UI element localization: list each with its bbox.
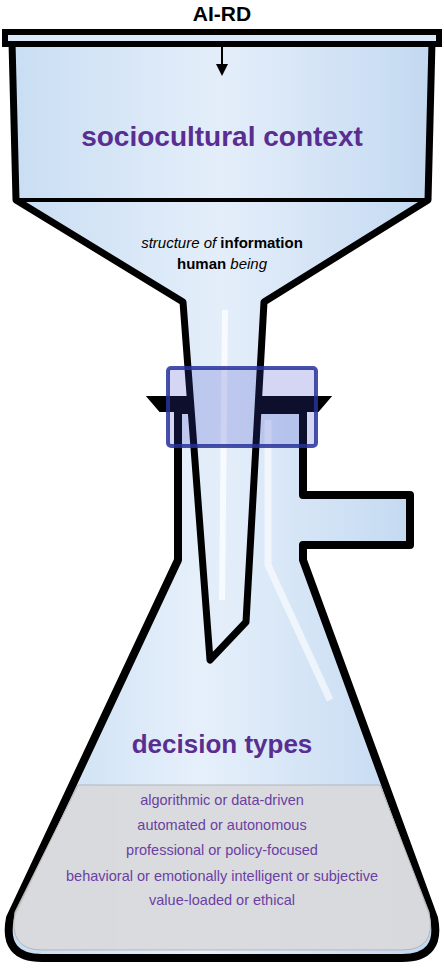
flask-highlight (268, 420, 330, 700)
input-arrow (221, 46, 223, 66)
flask-heading: decision types (0, 727, 444, 761)
input-arrowhead (216, 64, 228, 76)
decision-type: algorithmic or data-driven (0, 790, 444, 810)
stopper (168, 368, 316, 446)
decision-type: value-loaded or ethical (0, 890, 444, 910)
liquid (14, 785, 431, 950)
decision-type: behavioral or emotionally intelligent or… (0, 866, 444, 886)
decision-type: professional or policy-focused (0, 840, 444, 860)
funnel-heading: sociocultural context (0, 120, 444, 154)
stem-highlight (222, 310, 225, 600)
funnel: sociocultural context structure of inform… (0, 28, 444, 668)
funnel-rim-line (16, 198, 428, 202)
flask-collar (148, 397, 330, 411)
funnel-body: structure of information human being (0, 232, 444, 274)
liquid: algorithmic or data-driven automated or a… (0, 780, 444, 955)
decision-type: automated or autonomous (0, 815, 444, 835)
diagram-title: AI-RD (0, 2, 444, 26)
funnel-top-rim (5, 32, 439, 44)
